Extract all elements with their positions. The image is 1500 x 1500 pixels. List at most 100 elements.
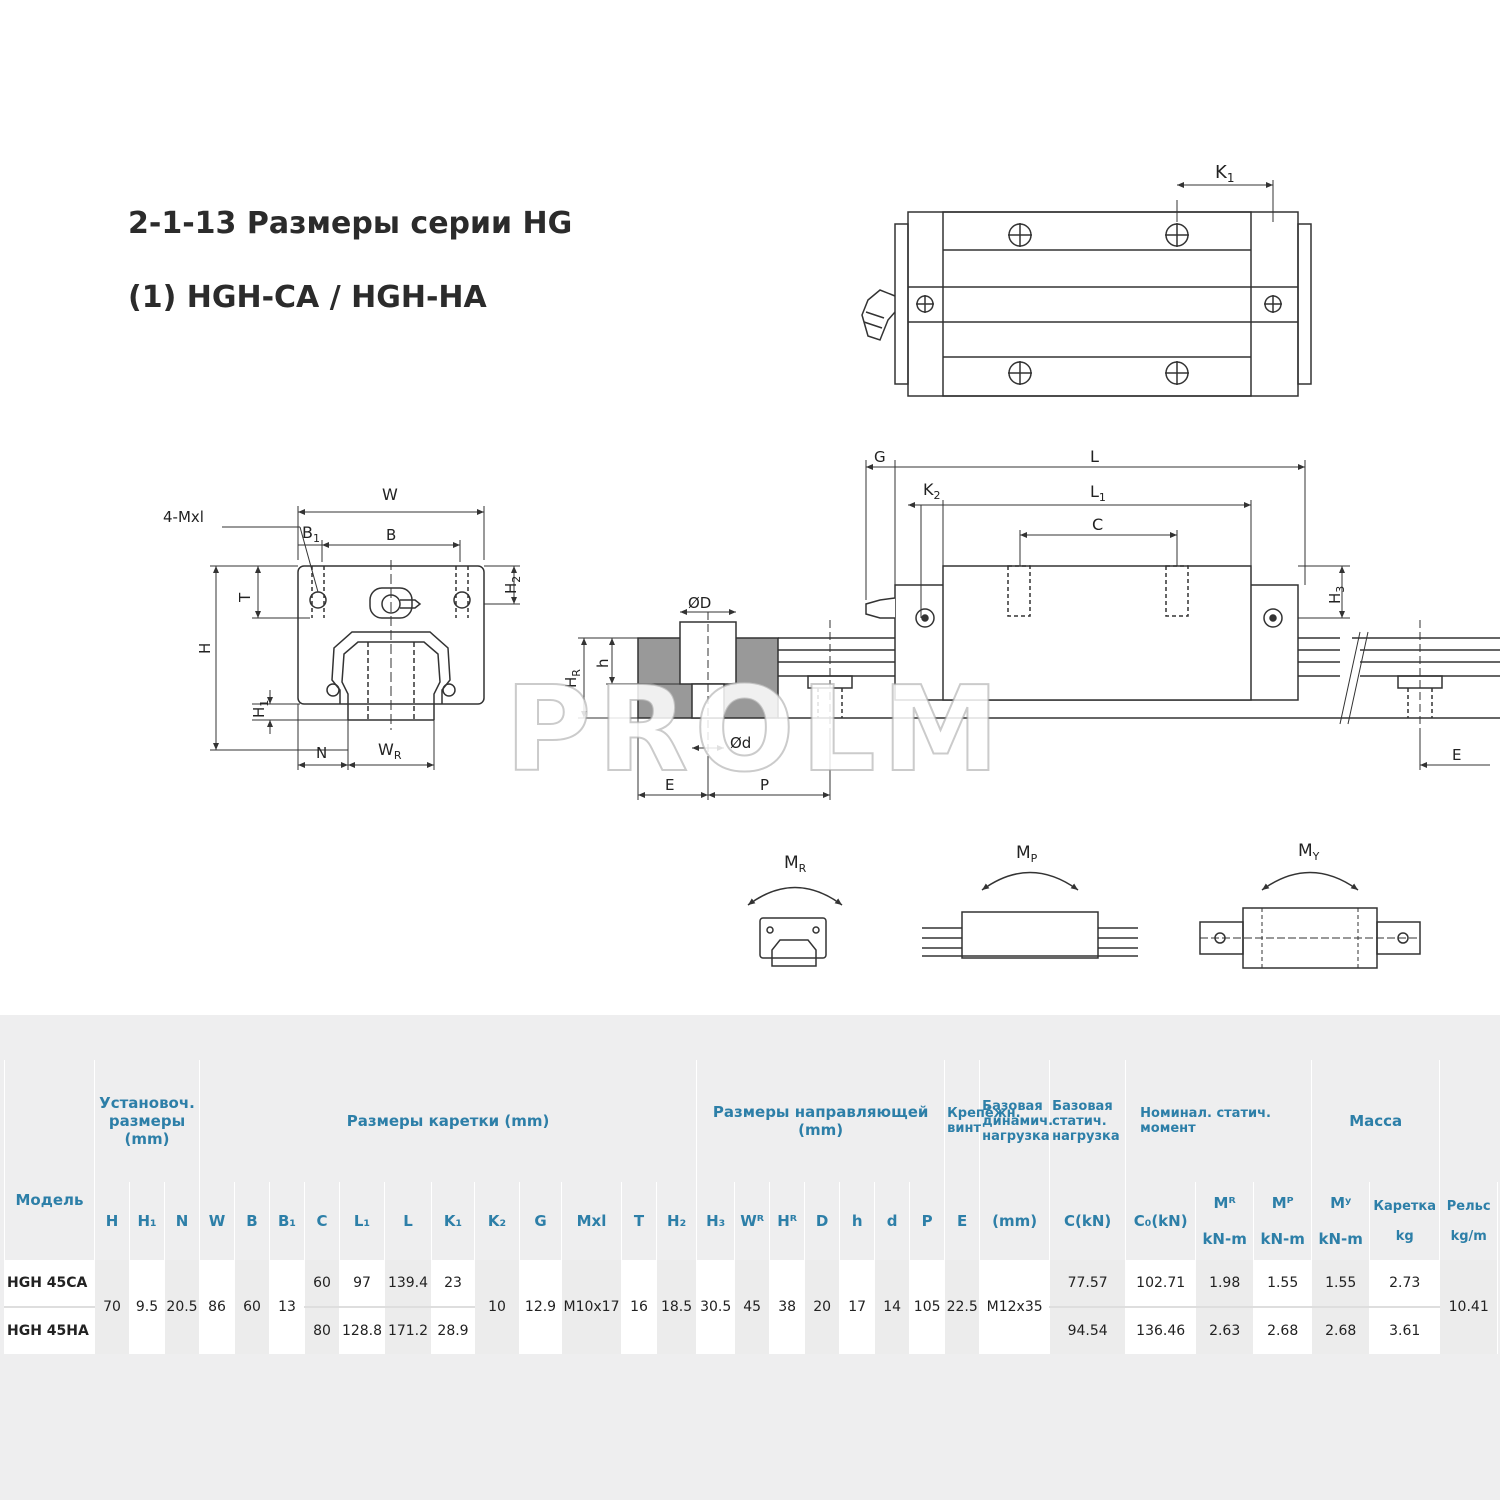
header-rail: Размеры направляющей (mm): [696, 1060, 946, 1183]
cell-k1: 23: [431, 1260, 475, 1308]
cell-l: 139.4: [384, 1260, 432, 1308]
table-row: HGH 45HA 80 128.8 171.2 28.9 94.54 136.4…: [4, 1307, 1498, 1354]
dim-l1: L1: [1090, 482, 1106, 504]
col-g: G: [519, 1182, 562, 1260]
col-d-big: D: [804, 1182, 841, 1260]
dim-k2: K2: [923, 480, 941, 502]
cell-c0: 102.71: [1125, 1260, 1197, 1308]
cell-b1: 13: [269, 1260, 305, 1354]
cell-l: 171.2: [384, 1307, 432, 1354]
cell-w: 86: [199, 1260, 235, 1354]
dim-p: P: [760, 776, 769, 794]
cell-mp: 1.55: [1253, 1260, 1313, 1308]
cell-c: 60: [304, 1260, 340, 1308]
header-mass: Масса: [1311, 1060, 1441, 1183]
header-moment: Номинал. статич. момент: [1125, 1060, 1313, 1183]
cell-mass-carriage: 2.73: [1369, 1260, 1441, 1308]
dim-c: C: [1092, 515, 1103, 534]
cell-b: 60: [234, 1260, 270, 1354]
dim-g: G: [874, 448, 886, 466]
spec-table: Модель Установоч. размеры (mm) Размеры к…: [4, 1060, 1499, 1354]
cell-h3: 30.5: [696, 1260, 736, 1354]
header-bolt: Крепёжн. винт: [944, 1060, 1021, 1183]
header-dynamic-load: Базовая динамич. нагрузка: [979, 1060, 1053, 1183]
cell-my: 1.55: [1311, 1260, 1371, 1308]
dim-h: H: [196, 643, 214, 654]
header-install: Установоч. размеры (mm): [94, 1060, 200, 1183]
dim-b: B: [386, 526, 396, 544]
section-title: 2-1-13 Размеры серии HG: [128, 206, 573, 241]
cell-c-dyn: 77.57: [1049, 1260, 1127, 1308]
cell-k2: 10: [474, 1260, 520, 1354]
cell-mxl: M10x17: [561, 1260, 622, 1354]
col-h2: H₂: [655, 1182, 698, 1260]
dim-h2: H2: [502, 576, 523, 594]
col-c-kn: C(kN): [1049, 1182, 1127, 1260]
cell-my: 2.68: [1311, 1307, 1371, 1354]
col-b1: B₁: [269, 1182, 305, 1260]
cell-t: 16: [621, 1260, 657, 1354]
col-p: P: [909, 1182, 946, 1260]
moment-mr-label: MR: [784, 853, 807, 875]
section-subtitle: (1) HGH-CA / HGH-HA: [128, 280, 487, 315]
cell-c0: 136.46: [1125, 1307, 1197, 1354]
col-bolt-unit: (mm): [979, 1182, 1051, 1260]
cell-mr: 1.98: [1195, 1260, 1255, 1308]
dim-t: T: [236, 592, 254, 603]
cell-bolt: M12x35: [979, 1260, 1051, 1354]
col-d-small: d: [874, 1182, 911, 1260]
cell-g: 12.9: [519, 1260, 562, 1354]
end-view: [297, 560, 485, 730]
cell-d-big: 20: [804, 1260, 841, 1354]
col-hr: Hᴿ: [769, 1182, 806, 1260]
dim-d: Ød: [730, 734, 751, 752]
header-model: Модель: [4, 1060, 95, 1260]
cell-mass-rail: 10.41: [1439, 1260, 1499, 1354]
col-h-small: h: [839, 1182, 876, 1260]
cell-wr: 45: [734, 1260, 771, 1354]
dim-l: L: [1090, 447, 1099, 466]
moment-my-icon: [1199, 871, 1421, 969]
dim-hr: HR: [562, 669, 583, 688]
dim-e-right: E: [1452, 746, 1461, 764]
cell-mr: 2.63: [1195, 1307, 1255, 1354]
col-l: L: [384, 1182, 432, 1260]
cell-h-small: 17: [839, 1260, 876, 1354]
dim-w: W: [382, 485, 398, 504]
moment-my-label: MY: [1298, 841, 1320, 863]
dim-od: ØD: [688, 594, 711, 612]
col-k2: K₂: [474, 1182, 520, 1260]
col-e: E: [944, 1182, 981, 1260]
header-static-load: Базовая статич. нагрузка: [1049, 1060, 1127, 1183]
col-b: B: [234, 1182, 270, 1260]
moment-mp-icon: [922, 871, 1138, 959]
side-view-dims: [578, 460, 1490, 800]
cell-l1: 128.8: [339, 1307, 385, 1354]
col-k1: K₁: [431, 1182, 475, 1260]
dim-n: N: [316, 744, 327, 762]
col-t: T: [621, 1182, 657, 1260]
watermark-logo: PROLM: [504, 659, 1006, 799]
dim-4-mxl: 4-Mxl: [163, 508, 204, 526]
col-h3: H₃: [696, 1182, 736, 1260]
cell-model: HGH 45CA: [4, 1260, 95, 1308]
col-c0-kn: C₀(kN): [1125, 1182, 1197, 1260]
col-h: H: [94, 1182, 130, 1260]
carriage-side: [865, 565, 1299, 701]
cell-h: 70: [94, 1260, 130, 1354]
table-row: HGH 45CA 70 9.5 20.5 86 60 13 60 97 139.…: [4, 1260, 1499, 1354]
cell-mass-carriage: 3.61: [1369, 1307, 1441, 1354]
col-mxl: Mxl: [561, 1182, 622, 1260]
col-h1: H₁: [129, 1182, 165, 1260]
moment-mr-icon: [747, 886, 843, 967]
cell-h2: 18.5: [655, 1260, 698, 1354]
dim-k1: K1: [1215, 162, 1234, 185]
cell-model: HGH 45HA: [4, 1307, 95, 1354]
cell-l1: 97: [339, 1260, 385, 1308]
cell-n: 20.5: [164, 1260, 200, 1354]
cell-c-dyn: 94.54: [1049, 1307, 1127, 1354]
dim-h3: H3: [1326, 586, 1347, 604]
dim-e: E: [665, 776, 674, 794]
